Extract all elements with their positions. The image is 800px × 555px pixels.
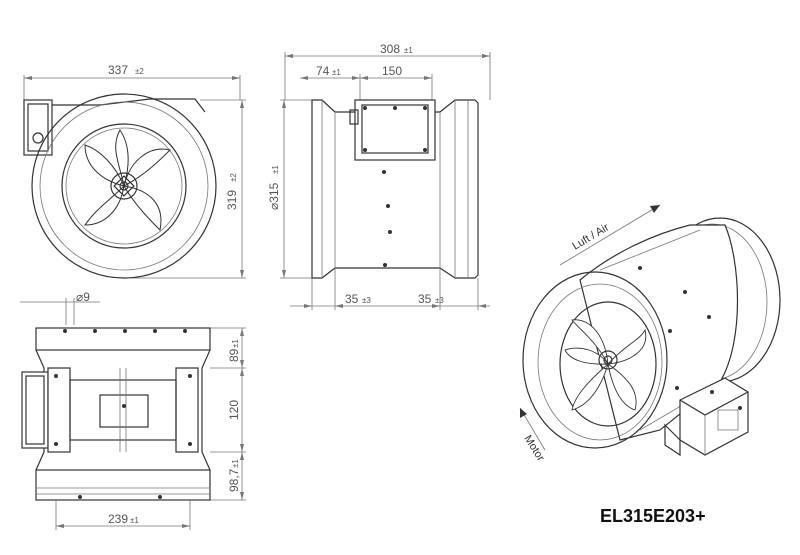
- svg-text:±3: ±3: [362, 296, 371, 305]
- left-flange-label: 35: [345, 292, 359, 306]
- airflow-label: Luft / Air: [570, 221, 611, 252]
- bottom-view: ⌀9 89 ±1 120 98,7 ±1: [20, 290, 246, 530]
- svg-text:±1: ±1: [130, 516, 139, 525]
- side-view: 308 ±1 74 ±1 150 ⌀315 ±1: [267, 42, 491, 310]
- svg-text:±1: ±1: [404, 46, 413, 55]
- height-3-label: 98,7: [227, 468, 241, 492]
- height-1-label: 89: [227, 348, 241, 362]
- front-view: 337 ±2 319 ±2: [23, 63, 246, 279]
- svg-text:±3: ±3: [435, 296, 444, 305]
- height-2-label: 120: [227, 400, 241, 420]
- side-total-label: 308: [380, 42, 400, 56]
- side-diameter-label: ⌀315: [267, 182, 281, 210]
- right-flange-label: 35: [418, 292, 432, 306]
- svg-text:±1: ±1: [231, 339, 240, 348]
- svg-text:±2: ±2: [135, 67, 144, 76]
- motor-label: Motor: [521, 433, 546, 463]
- model-title: EL315E203+: [600, 506, 706, 526]
- side-offset-label: 74: [316, 64, 330, 78]
- svg-text:±2: ±2: [229, 173, 238, 182]
- svg-text:±1: ±1: [231, 459, 240, 468]
- svg-text:±1: ±1: [271, 165, 280, 174]
- svg-text:±1: ±1: [332, 68, 341, 77]
- side-box-label: 150: [382, 64, 402, 78]
- front-width-label: 337: [108, 63, 128, 77]
- front-height-label: 319: [225, 190, 239, 210]
- hole-label: ⌀9: [76, 290, 90, 304]
- isometric-view: Luft / Air Motor: [519, 204, 781, 464]
- bottom-width-label: 239: [108, 512, 128, 526]
